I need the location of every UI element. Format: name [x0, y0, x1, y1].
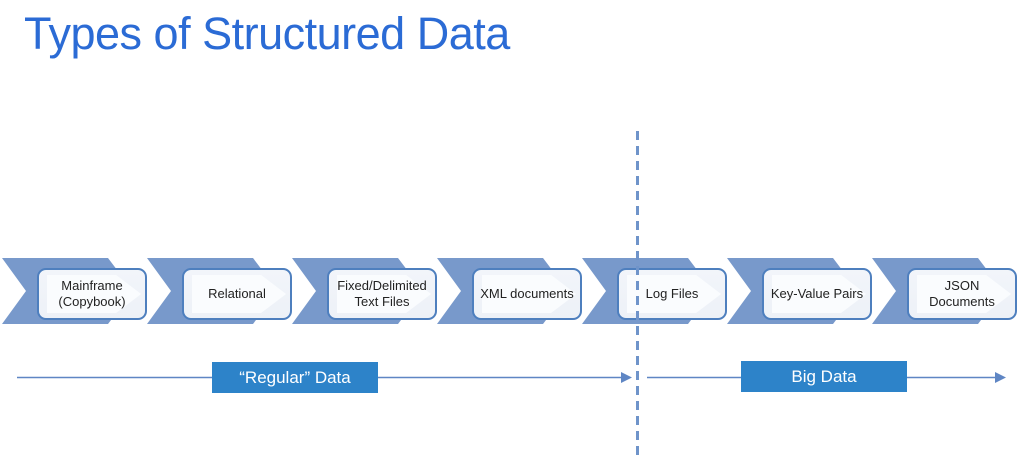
- chevron-label: Relational: [208, 285, 266, 301]
- chevron-box: Key-Value Pairs: [762, 268, 872, 320]
- chevron-box: Relational: [182, 268, 292, 320]
- big-data-arrowhead-icon: [995, 372, 1006, 383]
- big-data-label-box: Big Data: [741, 361, 907, 392]
- page-title: Types of Structured Data: [24, 8, 510, 59]
- chevron-box: Fixed/Delimited Text Files: [327, 268, 437, 320]
- chevron-item: Fixed/Delimited Text Files: [292, 258, 437, 324]
- chevron-label: XML documents: [480, 285, 574, 301]
- chevron-item: Mainframe (Copybook): [2, 258, 147, 324]
- chevron-item: Key-Value Pairs: [727, 258, 872, 324]
- chevron-box: Mainframe (Copybook): [37, 268, 147, 320]
- chevron-box: Log Files: [617, 268, 727, 320]
- chevron-label: Key-Value Pairs: [770, 285, 864, 301]
- regular-data-arrowhead-icon: [621, 372, 632, 383]
- chevron-label: JSON Documents: [929, 277, 995, 309]
- chevron-label: Mainframe (Copybook): [58, 277, 126, 309]
- chevron-item: Log Files: [582, 258, 727, 324]
- chevron-item: JSON Documents: [872, 258, 1017, 324]
- chevron-box: JSON Documents: [907, 268, 1017, 320]
- chevron-item: Relational: [147, 258, 292, 324]
- regular-data-label: “Regular” Data: [239, 367, 351, 387]
- chevron-label: Log Files: [645, 285, 699, 301]
- big-data-label: Big Data: [791, 366, 857, 386]
- regular-data-label-box: “Regular” Data: [212, 362, 378, 393]
- chevron-label: Fixed/Delimited Text Files: [337, 277, 427, 309]
- chevron-item: XML documents: [437, 258, 582, 324]
- chevron-box: XML documents: [472, 268, 582, 320]
- chevron-flow: Mainframe (Copybook) Relational Fixed/De…: [2, 258, 1022, 324]
